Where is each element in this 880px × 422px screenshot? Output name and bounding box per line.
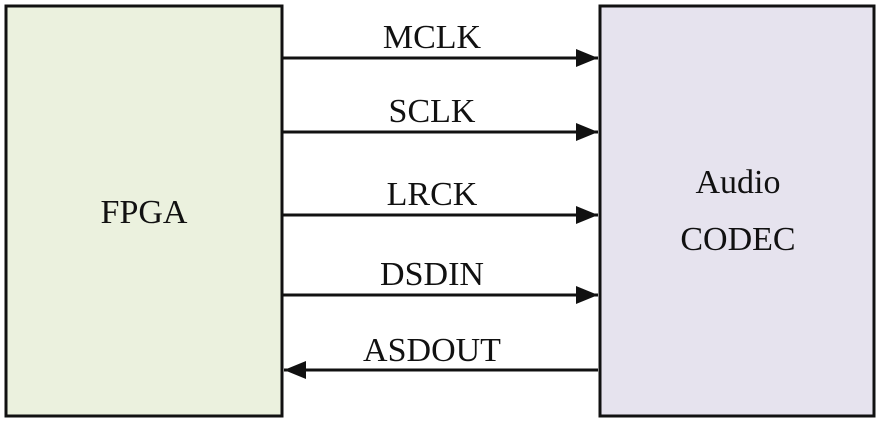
asdout-label: ASDOUT xyxy=(363,332,501,369)
codec-block xyxy=(598,4,876,418)
sclk-label: SCLK xyxy=(389,93,476,130)
sclk-arrowhead xyxy=(576,123,598,141)
dsdin-arrowhead xyxy=(576,286,598,304)
lrck-arrowhead xyxy=(576,206,598,224)
codec-label-line2: CODEC xyxy=(680,221,795,258)
codec-label-line1: Audio xyxy=(696,164,781,201)
mclk-arrowhead xyxy=(576,49,598,67)
asdout-arrowhead xyxy=(284,361,306,379)
dsdin-label: DSDIN xyxy=(380,256,484,293)
fpga-block xyxy=(4,4,284,418)
fpga-label: FPGA xyxy=(101,194,188,231)
mclk-label: MCLK xyxy=(383,19,482,56)
lrck-label: LRCK xyxy=(387,176,478,213)
